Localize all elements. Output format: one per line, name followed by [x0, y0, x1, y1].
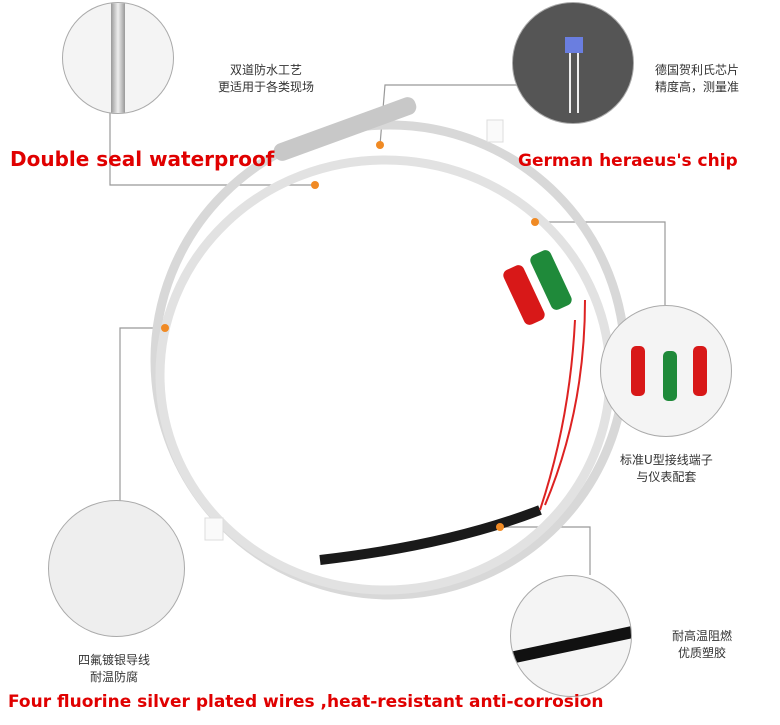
red-terminal: [503, 265, 545, 325]
marker-dot: [376, 141, 384, 149]
cable-clip: [204, 517, 224, 541]
chip-label: German heraeus's chip: [518, 151, 738, 171]
marker-dot: [161, 324, 169, 332]
steel-probe: [273, 97, 417, 161]
terminal-caption: 标准U型接线端子 与仪表配套: [620, 452, 713, 486]
caption-line: 耐高温阻燃: [672, 629, 733, 643]
caption-line: 与仪表配套: [636, 470, 697, 484]
waterproof-label: Double seal waterproof: [10, 147, 275, 171]
probe-detail-circle: [62, 2, 174, 114]
green-terminal: [530, 250, 572, 310]
caption-line: 德国贺利氏芯片: [655, 63, 740, 77]
cable-clip: [486, 119, 504, 143]
caption-line: 更适用于各类现场: [218, 80, 315, 94]
terminal-detail-circle: [600, 305, 732, 437]
chip-caption: 德国贺利氏芯片 精度高，测量准: [655, 62, 739, 96]
waterproof-caption: 双道防水工艺 更适用于各类现场: [218, 62, 314, 96]
caption-line: 优质塑胶: [678, 646, 727, 660]
red-wires: [539, 299, 586, 511]
wire-caption: 四氟镀银导线 耐温防腐: [78, 652, 150, 686]
caption-line: 四氟镀银导线: [78, 653, 151, 667]
caption-line: 标准U型接线端子: [620, 453, 713, 467]
marker-dot: [496, 523, 504, 531]
wire-detail-circle: [48, 500, 185, 637]
caption-line: 耐温防腐: [90, 670, 139, 684]
sheath-detail-circle: [510, 575, 632, 697]
leader-line-waterproof: [109, 110, 315, 186]
leader-line-sheath: [500, 526, 591, 575]
caption-line: 双道防水工艺: [230, 63, 303, 77]
chip-detail-circle: [512, 2, 634, 124]
coiled-cable: [150, 120, 630, 600]
leader-line-wire: [119, 327, 165, 510]
marker-dot: [531, 218, 539, 226]
sheath-caption: 耐高温阻燃 优质塑胶: [672, 628, 732, 662]
marker-dot: [311, 181, 319, 189]
wire-label: Four fluorine silver plated wires ,heat-…: [8, 692, 604, 712]
caption-line: 精度高，测量准: [655, 80, 740, 94]
black-sheath: [319, 505, 542, 565]
